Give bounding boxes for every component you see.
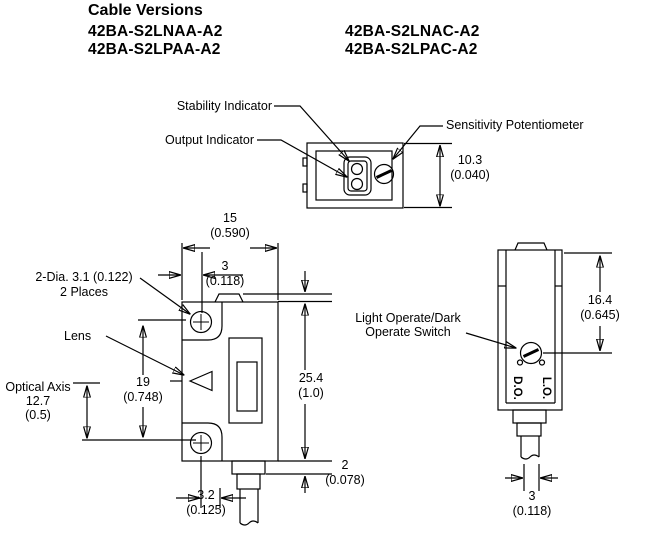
dim-mm: 3.2 xyxy=(197,488,215,502)
model-number: 42BA-S2LPAC-A2 xyxy=(345,41,478,58)
dim-19-text: 19 (0.748) xyxy=(113,375,173,405)
front-label-window-inner xyxy=(236,361,258,412)
dim-cable-text: 3 (0.118) xyxy=(504,489,560,518)
top-view-left-notch-1 xyxy=(302,157,308,167)
stability-indicator-label: Stability Indicator xyxy=(176,99,272,113)
dim-in: (0.645) xyxy=(580,308,620,322)
model-number: 42BA-S2LNAC-A2 xyxy=(345,23,480,40)
optical-axis-label-block: Optical Axis 12.7 (0.5) xyxy=(0,380,76,422)
side-gland-step1 xyxy=(512,409,547,424)
holes-leader-line xyxy=(139,277,190,314)
top-view-inner-housing xyxy=(315,150,393,201)
dim-mm: 16.4 xyxy=(587,293,613,307)
switch-label-line2: Operate Switch xyxy=(365,325,451,339)
dim-in: (0.748) xyxy=(123,390,163,404)
dim-mm: 3 xyxy=(221,259,229,273)
front-label-window-outer xyxy=(228,337,263,424)
side-cable-break xyxy=(520,454,540,460)
dim-mm: 2 xyxy=(341,458,349,472)
output-led xyxy=(350,177,364,191)
sensitivity-potentiometer-label: Sensitivity Potentiometer xyxy=(446,118,584,132)
lens-leader-line xyxy=(105,335,184,375)
dim-in: (0.118) xyxy=(512,503,552,518)
page-title: Cable Versions xyxy=(88,2,203,19)
dim-15-text: 15 (0.590) xyxy=(200,211,260,241)
dark-operate-marking: D.O. xyxy=(511,376,523,400)
switch-ear-right xyxy=(538,359,546,366)
output-indicator-label: Output Indicator xyxy=(165,133,254,147)
switch-label-line1: Light Operate/Dark xyxy=(355,311,461,325)
sensitivity-leader-line xyxy=(393,125,443,159)
switch-ear-left xyxy=(516,359,524,366)
holes-label-line1: 2-Dia. 3.1 (0.122) xyxy=(35,270,133,284)
dim-mm: 12.7 xyxy=(25,394,51,408)
front-top-tab xyxy=(214,293,244,303)
dim-in: (0.078) xyxy=(325,472,365,487)
dim-mm: 19 xyxy=(136,375,150,389)
optical-axis-label: Optical Axis xyxy=(5,380,71,394)
sensitivity-potentiometer xyxy=(373,163,395,185)
dim-in: (1.0) xyxy=(298,386,324,400)
switch-leader-line xyxy=(465,332,516,348)
dim-25-4-text: 25.4 (1.0) xyxy=(283,371,339,401)
mounting-hole-bottom xyxy=(189,431,213,455)
side-top-tab xyxy=(514,242,548,251)
stability-led xyxy=(350,162,364,176)
front-cable-break xyxy=(239,520,259,526)
holes-label-line2: 2 Places xyxy=(60,284,108,299)
side-body-outline xyxy=(497,249,563,411)
dim-mm: 3 xyxy=(528,489,536,503)
mounting-hole-top xyxy=(189,310,213,334)
light-dark-switch-label: Light Operate/Dark Operate Switch xyxy=(348,311,468,339)
dim-10-3-text: 10.3 (0.040) xyxy=(438,153,502,183)
dim-3-2-text: 3.2 (0.125) xyxy=(178,488,234,517)
side-view-drawing xyxy=(465,242,612,491)
potentiometer-slot xyxy=(375,169,393,179)
mounting-holes-label: 2-Dia. 3.1 (0.122) 2 Places xyxy=(24,270,144,299)
dim-in: (0.125) xyxy=(186,502,226,517)
led-housing-inner xyxy=(347,160,368,192)
side-gland-step2 xyxy=(516,422,542,437)
dim-2-text: 2 (0.078) xyxy=(317,458,373,487)
model-number: 42BA-S2LPAA-A2 xyxy=(88,41,221,58)
output-leader-line xyxy=(257,139,347,177)
dim-mm: 10.3 xyxy=(457,153,483,167)
front-bottom-hole-boss xyxy=(182,422,223,461)
dim-in: (0.040) xyxy=(450,168,490,182)
lens-label: Lens xyxy=(64,329,92,343)
dim-mm: 25.4 xyxy=(298,371,324,385)
stability-leader-line xyxy=(274,105,349,161)
dim-in: (0.590) xyxy=(210,226,250,240)
top-view-drawing xyxy=(257,105,452,209)
dim-mm: 15 xyxy=(223,211,237,225)
top-view-outer-housing xyxy=(306,142,404,209)
switch-slot xyxy=(522,348,540,358)
dim-3-text: 3 (0.118) xyxy=(195,259,255,288)
front-top-hole-boss xyxy=(182,302,223,341)
light-operate-marking: L.O. xyxy=(540,376,552,400)
dim-in: (0.118) xyxy=(205,273,245,288)
top-view-left-notch-2 xyxy=(302,183,308,193)
front-gland-step1 xyxy=(231,460,266,475)
model-number: 42BA-S2LNAA-A2 xyxy=(88,23,223,40)
dim-in: (0.5) xyxy=(25,408,51,422)
front-view-drawing xyxy=(73,243,332,526)
dim-16-4-text: 16.4 (0.645) xyxy=(572,293,628,323)
front-gland-step2 xyxy=(236,473,261,490)
lens-marker-triangle xyxy=(188,370,213,392)
